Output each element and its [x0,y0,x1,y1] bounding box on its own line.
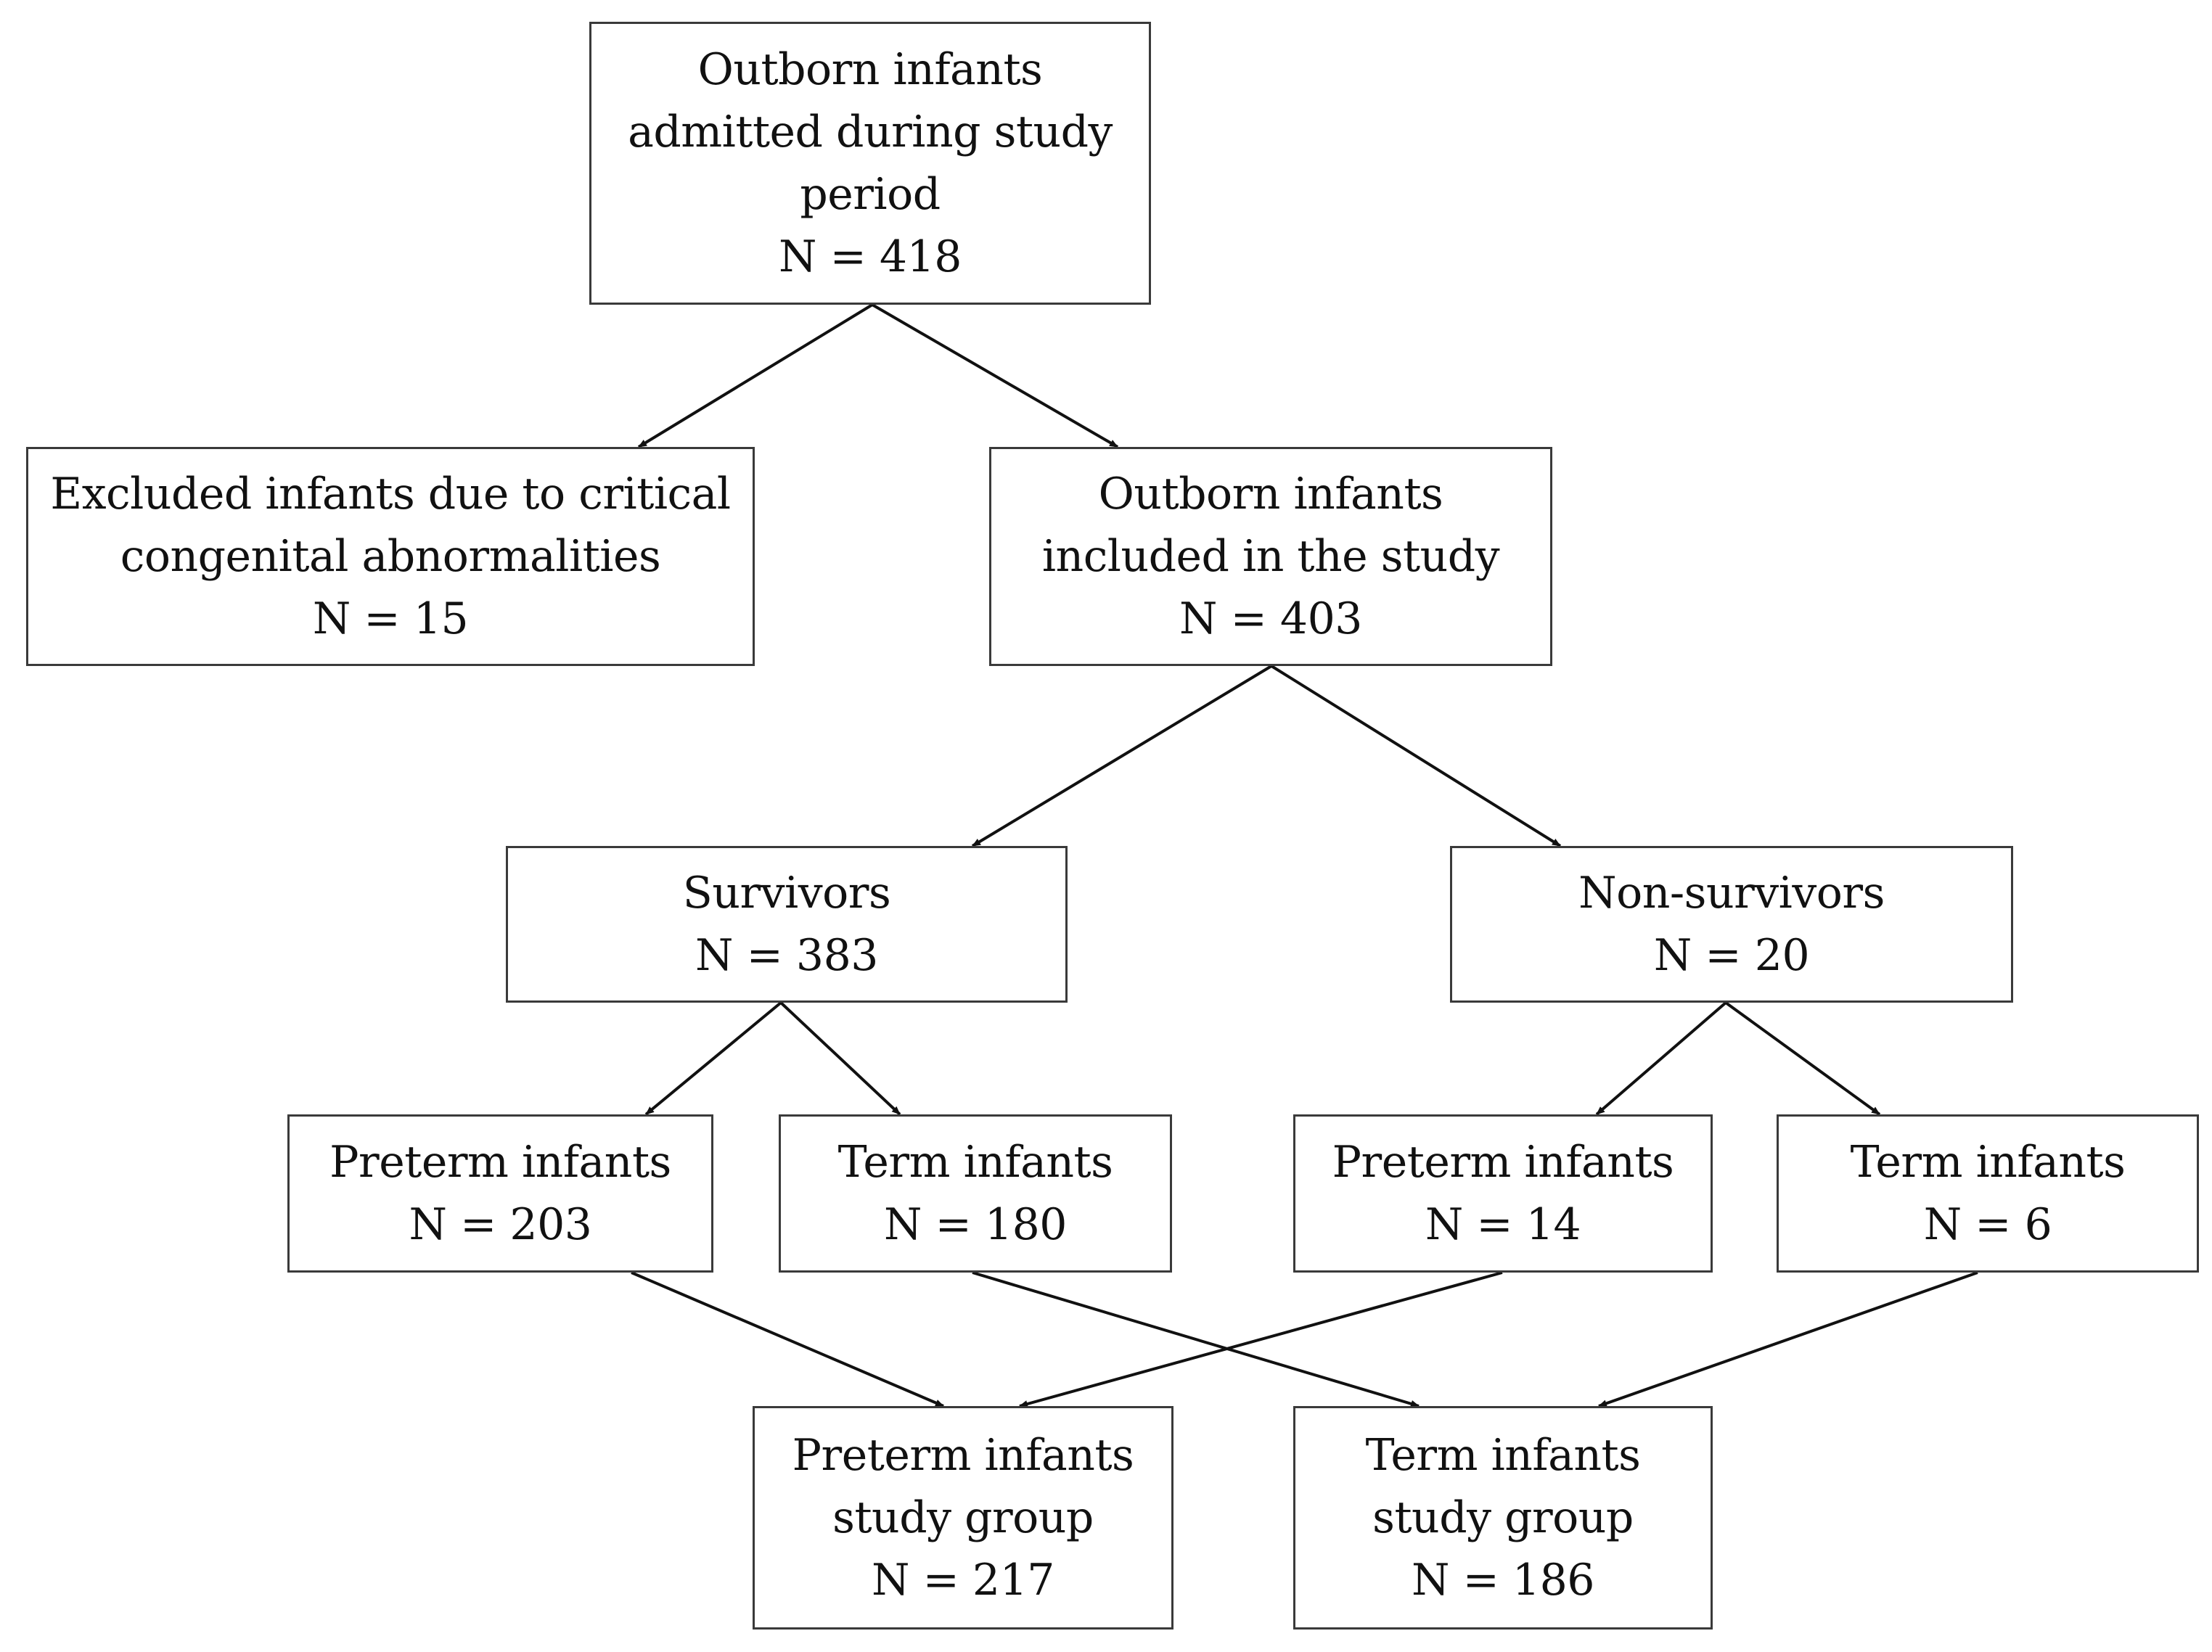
survivors-preterm-box: Preterm infants N = 203 [287,1114,713,1273]
arrow-non-survivors-to-nonsurv-preterm [1595,1001,1727,1116]
preterm-study-group-count: N = 217 [872,1555,1054,1606]
arrow-included-to-non-survivors [1270,665,1562,847]
excluded-line-2: congenital abnormalities [120,531,661,582]
survivors-count: N = 383 [695,930,878,981]
term-study-group-line-1: Term infants [1365,1430,1641,1481]
included-line-2: included in the study [1041,531,1500,582]
survivors-term-box: Term infants N = 180 [779,1114,1172,1273]
non-survivors-term-count: N = 6 [1923,1199,2052,1250]
non-survivors-term-box: Term infants N = 6 [1777,1114,2199,1273]
excluded-box: Excluded infants due to critical congeni… [26,447,755,666]
survivors-preterm-label: Preterm infants [329,1137,671,1188]
admitted-line-3: period [800,169,941,220]
included-box: Outborn infants included in the study N … [989,447,1552,666]
excluded-count: N = 15 [312,593,469,644]
arrow-included-to-survivors [971,665,1273,847]
arrow-admitted-to-excluded [637,303,874,448]
non-survivors-label: Non-survivors [1578,868,1885,919]
survivors-preterm-count: N = 203 [409,1199,592,1250]
arrow-nonsurv-preterm-to-preterm-group [1019,1271,1503,1408]
admitted-line-2: admitted during study [628,107,1113,157]
arrow-nonsurv-term-to-term-group [1598,1271,1978,1408]
non-survivors-term-label: Term infants [1850,1137,2126,1188]
preterm-study-group-line-2: study group [832,1492,1094,1543]
arrow-surv-preterm-to-preterm-group [631,1271,944,1408]
admitted-box: Outborn infants admitted during study pe… [589,22,1151,305]
included-line-1: Outborn infants [1098,469,1443,519]
arrow-admitted-to-included [871,303,1119,448]
arrow-surv-term-to-term-group [972,1271,1420,1408]
survivors-label: Survivors [682,868,891,919]
non-survivors-count: N = 20 [1653,930,1810,981]
admitted-count: N = 418 [779,231,962,282]
non-survivors-preterm-box: Preterm infants N = 14 [1293,1114,1713,1273]
survivors-box: Survivors N = 383 [506,846,1068,1003]
term-study-group-box: Term infants study group N = 186 [1293,1406,1713,1630]
included-count: N = 403 [1179,593,1362,644]
excluded-line-1: Excluded infants due to critical [50,469,731,519]
non-survivors-preterm-count: N = 14 [1425,1199,1581,1250]
arrow-survivors-to-surv-term [779,1001,901,1116]
term-study-group-count: N = 186 [1412,1555,1594,1606]
non-survivors-preterm-label: Preterm infants [1332,1137,1674,1188]
preterm-study-group-box: Preterm infants study group N = 217 [753,1406,1173,1630]
arrow-non-survivors-to-nonsurv-term [1724,1001,1881,1116]
survivors-term-count: N = 180 [884,1199,1067,1250]
term-study-group-line-2: study group [1372,1492,1634,1543]
arrow-survivors-to-surv-preterm [644,1001,782,1116]
survivors-term-label: Term infants [837,1137,1113,1188]
admitted-line-1: Outborn infants [697,44,1043,95]
non-survivors-box: Non-survivors N = 20 [1450,846,2013,1003]
preterm-study-group-line-1: Preterm infants [792,1430,1134,1481]
